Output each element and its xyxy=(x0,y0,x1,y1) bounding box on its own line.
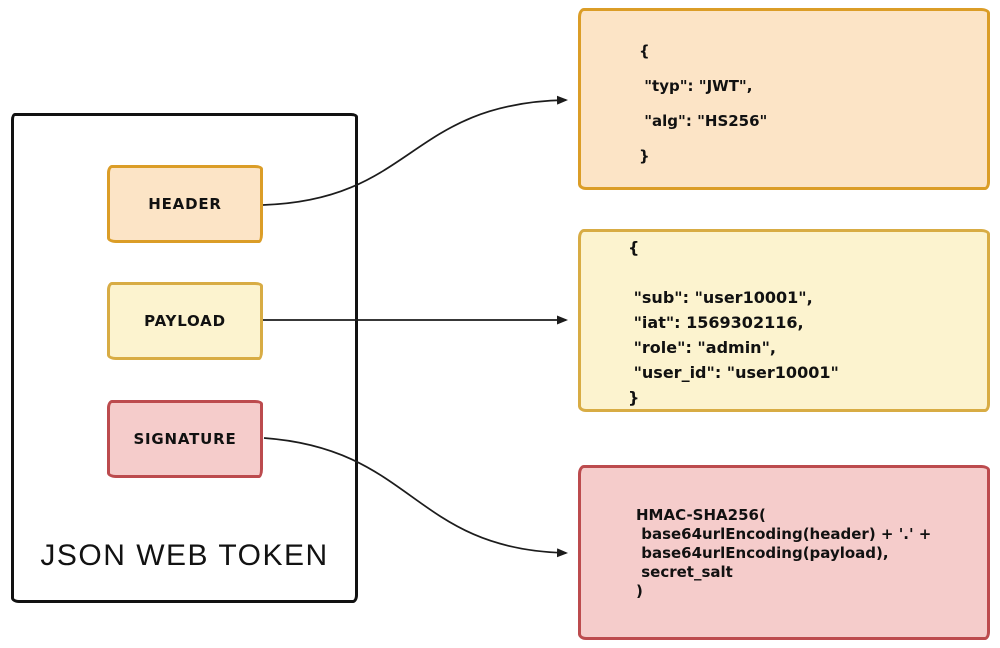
code-line: { xyxy=(628,238,640,257)
code-line: } xyxy=(628,388,640,407)
signature-part-label: SIGNATURE xyxy=(133,430,237,448)
code-line: "alg": "HS256" xyxy=(639,112,768,130)
code-line: } xyxy=(639,147,650,165)
header-part-label: HEADER xyxy=(148,195,222,213)
code-line: secret_salt xyxy=(636,563,733,581)
payload-part-label: PAYLOAD xyxy=(144,312,226,330)
header-part-box: HEADER xyxy=(107,165,263,243)
code-line: base64urlEncoding(header) + '.' + xyxy=(636,525,932,543)
code-line xyxy=(628,260,987,285)
code-line: base64urlEncoding(payload), xyxy=(636,544,889,562)
code-line: "typ": "JWT", xyxy=(639,77,753,95)
code-line: HMAC-SHA256( xyxy=(636,506,766,524)
code-line: ) xyxy=(636,582,643,600)
code-line: { xyxy=(639,42,650,60)
signature-detail-box: HMAC-SHA256( base64urlEncoding(header) +… xyxy=(578,465,990,640)
payload-part-box: PAYLOAD xyxy=(107,282,263,360)
code-line: "role": "admin", xyxy=(628,338,776,357)
payload-detail-box: { "sub": "user10001", "iat": 1569302116,… xyxy=(578,229,990,412)
code-line: "user_id": "user10001" xyxy=(628,363,839,382)
code-line: "sub": "user10001", xyxy=(628,288,813,307)
code-line: "iat": 1569302116, xyxy=(628,313,804,332)
signature-part-box: SIGNATURE xyxy=(107,400,263,478)
diagram-title: JSON WEB TOKEN xyxy=(40,539,329,572)
header-detail-box: { "typ": "JWT", "alg": "HS256"} xyxy=(578,8,990,190)
